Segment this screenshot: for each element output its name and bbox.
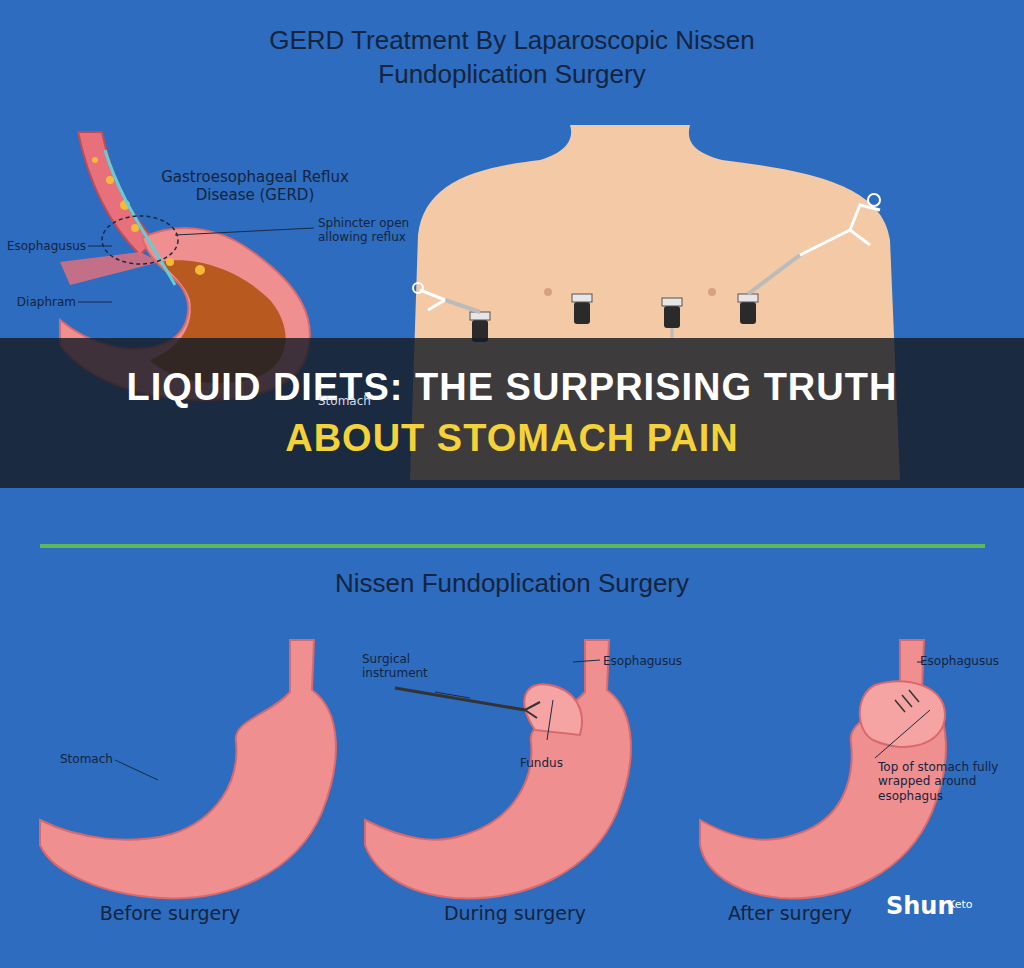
part-label: Esophagusus xyxy=(603,654,693,668)
part-label: Fundus xyxy=(520,756,590,770)
part-label: Diaphram xyxy=(6,295,76,309)
part-label: Stomach xyxy=(60,752,140,766)
step-caption: Before surgery xyxy=(60,902,280,925)
part-label: Surgical instrument xyxy=(362,652,452,681)
divider xyxy=(40,544,985,548)
diagram-heading: Gastroesophageal Reflux Disease (GERD) xyxy=(150,168,360,204)
step-caption: During surgery xyxy=(405,902,625,925)
part-label: Top of stomach fully wrapped around esop… xyxy=(878,760,1003,803)
page-title: GERD Treatment By Laparoscopic Nissen Fu… xyxy=(232,24,792,92)
part-label: Stomach xyxy=(318,394,408,408)
part-label: Esophagusus xyxy=(6,239,86,253)
title-banner: LIQUID DIETS: THE SURPRISING TRUTHABOUT … xyxy=(0,338,1024,488)
stomach-before xyxy=(40,640,336,898)
section-heading: Nissen Fundoplication Surgery xyxy=(262,568,762,599)
step-caption: After surgery xyxy=(690,902,890,925)
banner-text: ABOUT STOMACH PAIN xyxy=(285,413,739,464)
part-label: Esophagusus xyxy=(920,654,1015,668)
banner-text: LIQUID DIETS: THE SURPRISING TRUTH xyxy=(127,362,898,413)
watermark: Keto xyxy=(948,898,1008,911)
part-label: Sphincter open allowing reflux xyxy=(318,216,438,245)
